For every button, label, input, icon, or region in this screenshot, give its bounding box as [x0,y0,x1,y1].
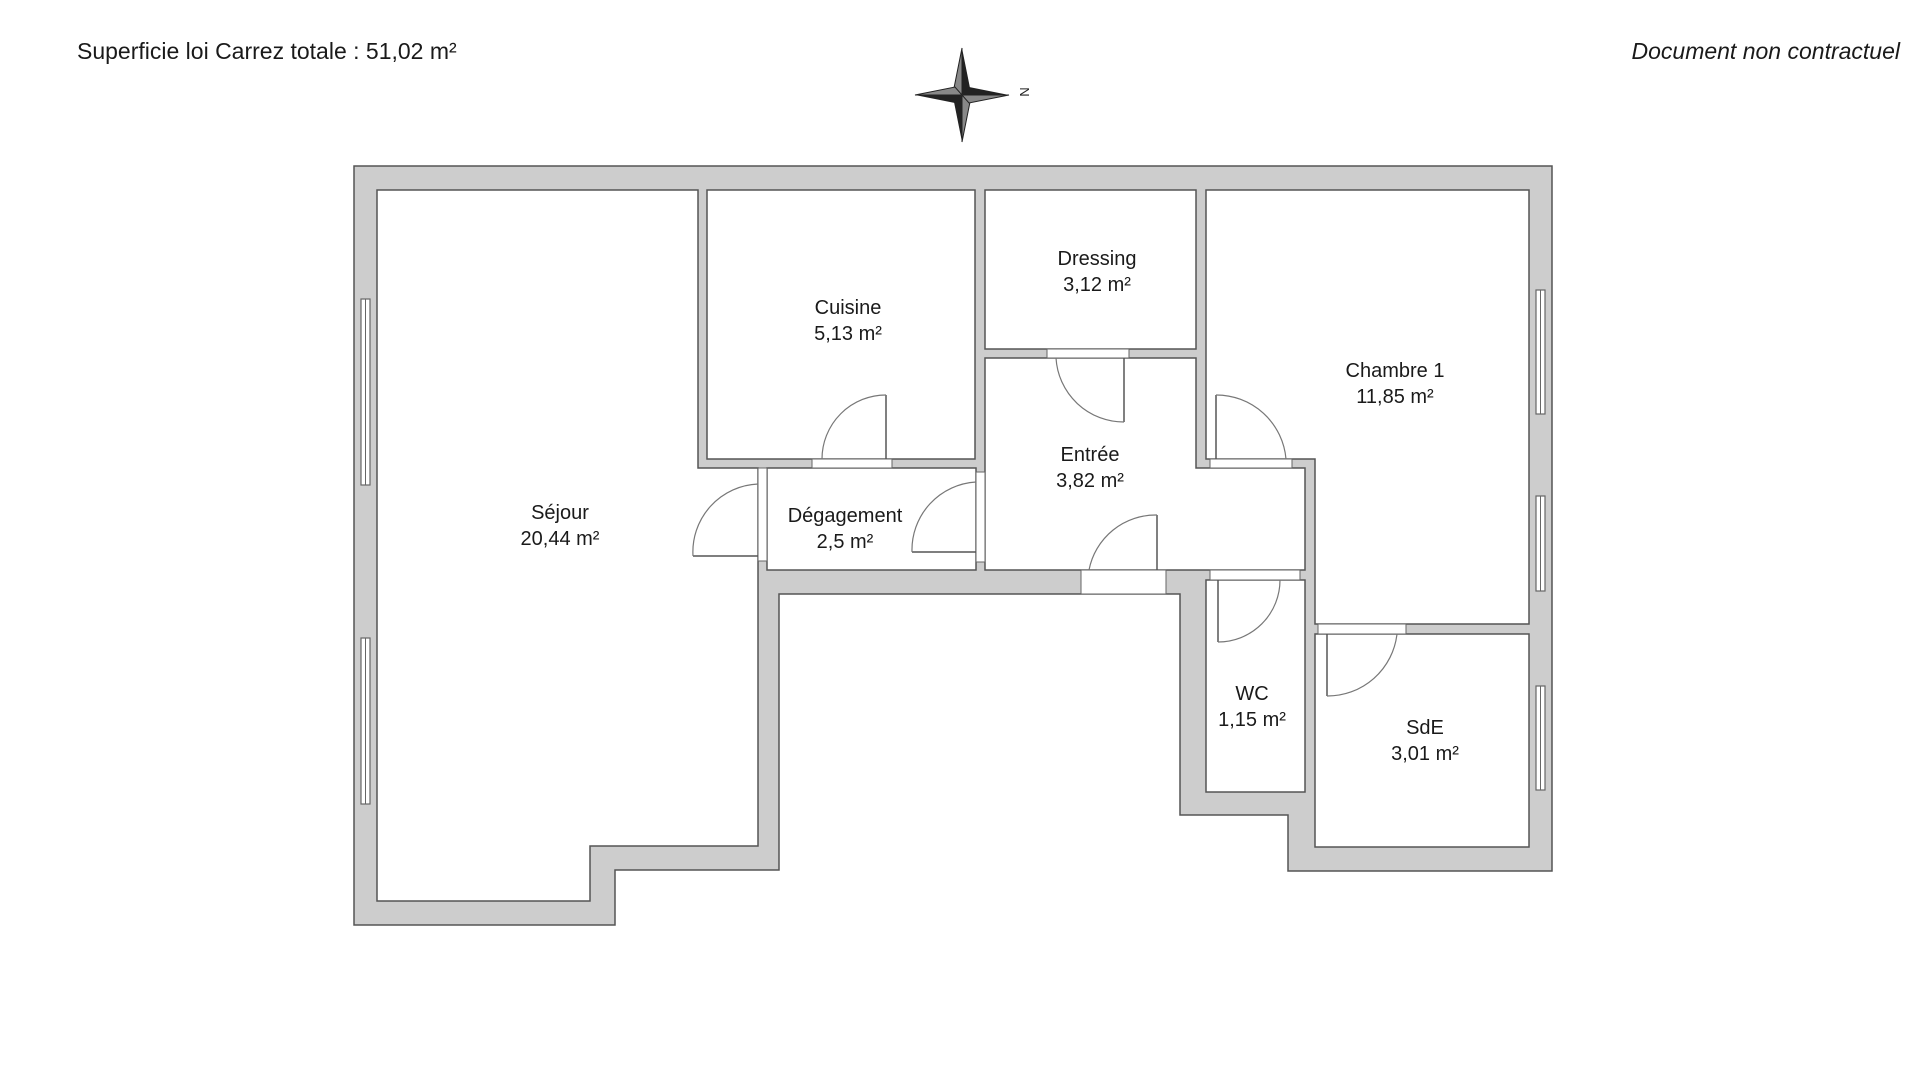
disclaimer-label: Document non contractuel [1631,38,1901,64]
room-degagement [766,467,977,571]
room-entree [984,357,1306,571]
room-label-dressing: Dressing 3,12 m² [1058,248,1137,296]
room-name: Chambre 1 [1346,360,1445,382]
room-name: Cuisine [815,297,882,319]
room-name: WC [1235,683,1268,705]
room-label-sejour: Séjour 20,44 m² [521,502,600,550]
room-label-cuisine: Cuisine 5,13 m² [814,297,882,345]
room-sejour [376,189,759,902]
room-label-chambre1: Chambre 1 11,85 m² [1346,360,1445,408]
room-sde [1314,633,1530,848]
room-label-degagement: Dégagement 2,5 m² [788,505,903,553]
compass-north-label: N [1017,87,1032,96]
room-label-wc: WC 1,15 m² [1218,683,1286,731]
room-area: 5,13 m² [814,323,882,345]
room-name: Dégagement [788,505,903,527]
room-area: 3,01 m² [1391,743,1459,765]
room-area: 3,12 m² [1063,274,1131,296]
room-wc [1205,579,1306,793]
total-area-label: Superficie loi Carrez totale : 51,02 m² [77,38,457,64]
room-name: Dressing [1058,248,1137,270]
room-area: 1,15 m² [1218,709,1286,731]
windows [360,289,1546,805]
room-label-entree: Entrée 3,82 m² [1056,444,1124,492]
door-swings [692,357,1398,697]
room-name: Entrée [1061,444,1120,466]
room-dressing [984,189,1197,350]
door-openings [757,348,1407,635]
room-area: 2,5 m² [817,531,874,553]
room-name: SdE [1406,717,1444,739]
room-area: 3,82 m² [1056,470,1124,492]
room-name: Séjour [531,502,589,524]
room-chambre1 [1205,189,1530,625]
room-label-sde: SdE 3,01 m² [1391,717,1459,765]
room-area: 11,85 m² [1356,386,1434,408]
room-area: 20,44 m² [521,528,600,550]
compass-icon: N [914,47,1032,143]
